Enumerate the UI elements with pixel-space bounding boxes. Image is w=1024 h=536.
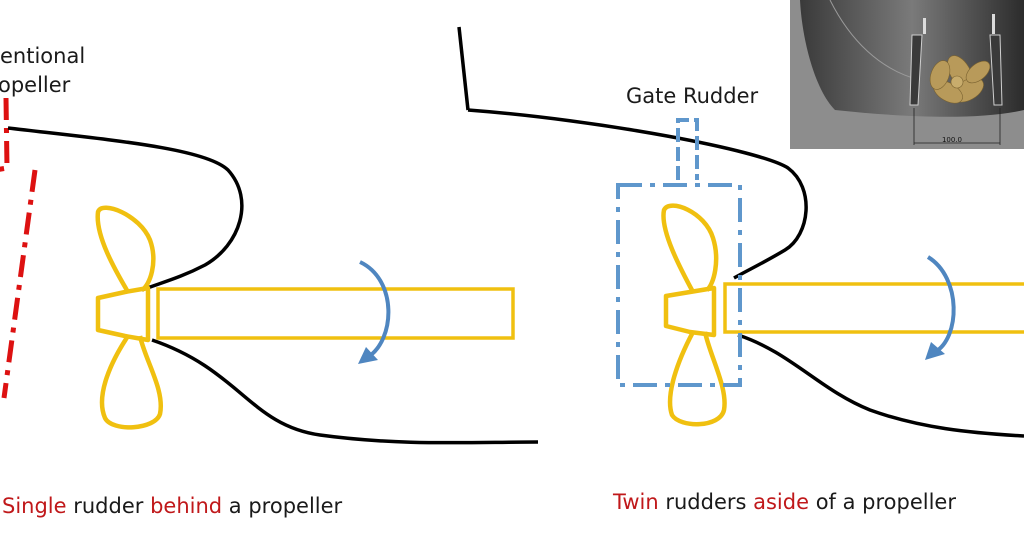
right-panel-drawing — [457, 26, 1024, 438]
left-propeller-icon — [95, 205, 164, 430]
left-rotation-arrow-icon — [358, 260, 391, 364]
right-transom — [457, 26, 470, 111]
conventional-propeller-label-line2: opeller — [0, 73, 71, 97]
gate-rudder-rendering: 100.0 — [790, 0, 1024, 149]
conventional-rudder-edge — [1, 169, 38, 399]
right-caption-part4: of a propeller — [809, 490, 956, 514]
gate-rudder-post — [676, 118, 699, 180]
left-caption: Single rudder behind a propeller — [2, 492, 342, 520]
inset-dimension-text: 100.0 — [942, 136, 962, 144]
right-caption-part2: rudders — [658, 490, 754, 514]
right-hull-outline — [467, 108, 808, 280]
right-rotation-arrow-icon — [925, 255, 956, 360]
left-hull-outline — [7, 126, 244, 292]
right-caption: Twin rudders aside of a propeller — [613, 488, 956, 516]
conventional-propeller-label-line1: entional — [0, 44, 86, 68]
left-caption-part1: Single — [2, 494, 67, 518]
left-caption-part3: behind — [150, 494, 223, 518]
left-caption-part2: rudder — [66, 494, 151, 518]
right-caption-part1: Twin — [613, 490, 659, 514]
left-panel-drawing — [0, 97, 539, 445]
gate-rudder-outline — [616, 183, 742, 387]
left-caption-part4: a propeller — [222, 494, 343, 518]
right-propeller-icon — [661, 203, 727, 427]
left-propeller-shaft — [156, 287, 515, 340]
gate-rudder-label: Gate Rudder — [626, 84, 759, 108]
conventional-rudder-outline — [0, 97, 10, 172]
left-hull-bottom — [151, 338, 539, 445]
right-propeller-shaft — [723, 282, 1024, 334]
right-hull-bottom — [737, 333, 1024, 438]
right-caption-part3: aside — [753, 490, 810, 514]
